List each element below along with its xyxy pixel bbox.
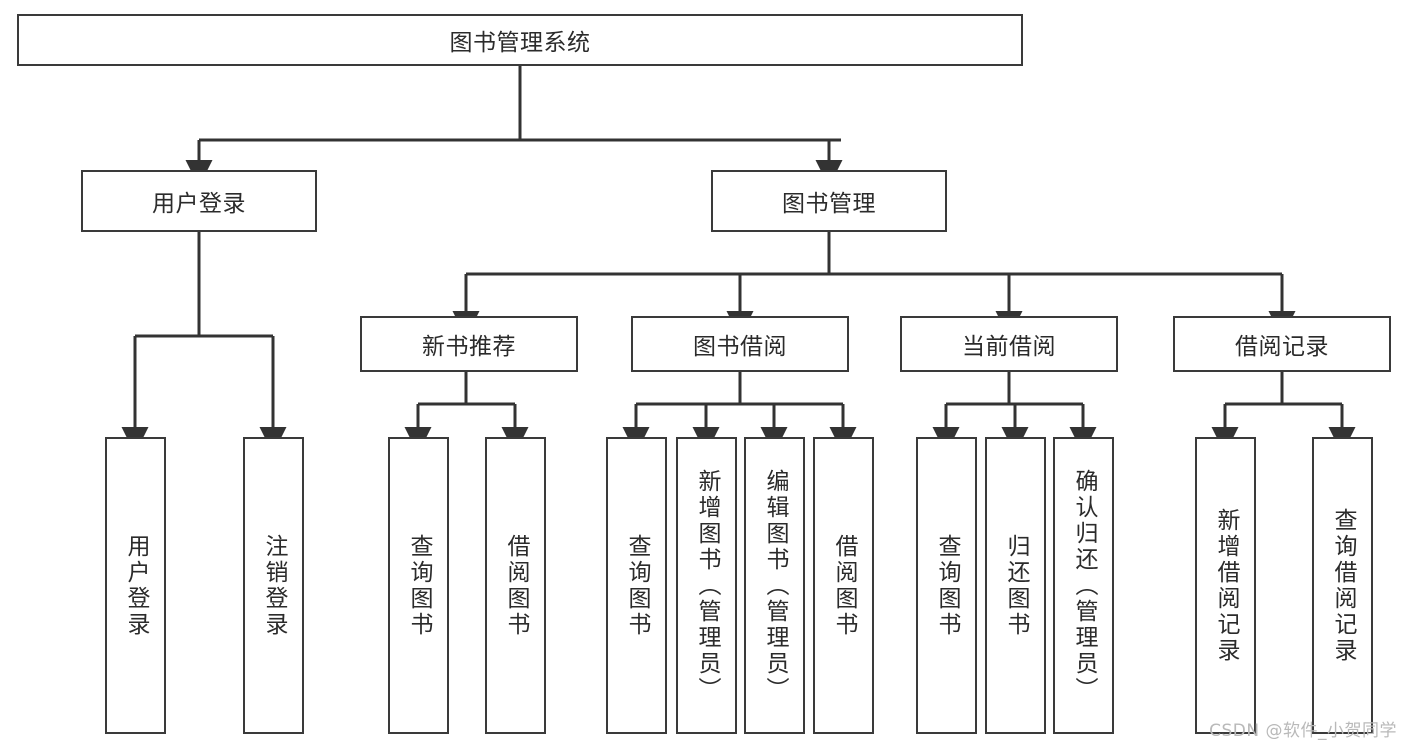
node-new-book-recommend[interactable]: 新书推荐 [360, 316, 578, 372]
node-current-borrow[interactable]: 当前借阅 [900, 316, 1118, 372]
node-label: 用户登录 [123, 533, 149, 638]
node-label: 当前借阅 [962, 334, 1056, 360]
leaf-user-login[interactable]: 用户登录 [105, 437, 166, 734]
node-label: 新增图书（管理员） [694, 468, 720, 703]
node-label: 借阅图书 [503, 533, 529, 638]
node-borrow-record[interactable]: 借阅记录 [1173, 316, 1391, 372]
node-label: 借阅图书 [831, 533, 857, 638]
leaf-return-book[interactable]: 归还图书 [985, 437, 1046, 734]
node-root-book-management-system[interactable]: 图书管理系统 [17, 14, 1023, 66]
node-label: 图书管理 [782, 191, 876, 217]
node-label: 查询借阅记录 [1330, 507, 1356, 664]
node-label: 图书借阅 [693, 334, 787, 360]
node-label: 确认归还（管理员） [1071, 468, 1097, 703]
leaf-borrow-book-recommend[interactable]: 借阅图书 [485, 437, 546, 734]
node-label: 编辑图书（管理员） [762, 468, 788, 703]
leaf-logout[interactable]: 注销登录 [243, 437, 304, 734]
node-label: 查询图书 [624, 533, 650, 638]
node-book-borrow[interactable]: 图书借阅 [631, 316, 849, 372]
node-label: 图书管理系统 [449, 30, 591, 56]
node-label: 查询图书 [406, 533, 432, 638]
leaf-add-book-admin[interactable]: 新增图书（管理员） [676, 437, 737, 734]
node-label: 新书推荐 [422, 334, 516, 360]
watermark-text: CSDN @软件_小贺同学 [1209, 721, 1397, 741]
leaf-edit-book-admin[interactable]: 编辑图书（管理员） [744, 437, 805, 734]
node-label: 借阅记录 [1235, 334, 1329, 360]
leaf-query-book-recommend[interactable]: 查询图书 [388, 437, 449, 734]
node-label: 用户登录 [152, 191, 246, 217]
node-label: 注销登录 [261, 533, 287, 638]
leaf-query-book-borrow[interactable]: 查询图书 [606, 437, 667, 734]
node-book-management[interactable]: 图书管理 [711, 170, 947, 232]
leaf-add-borrow-record[interactable]: 新增借阅记录 [1195, 437, 1256, 734]
node-label: 归还图书 [1003, 533, 1029, 638]
leaf-query-borrow-record[interactable]: 查询借阅记录 [1312, 437, 1373, 734]
leaf-borrow-book[interactable]: 借阅图书 [813, 437, 874, 734]
node-label: 查询图书 [934, 533, 960, 638]
node-label: 新增借阅记录 [1213, 507, 1239, 664]
leaf-confirm-return-admin[interactable]: 确认归还（管理员） [1053, 437, 1114, 734]
leaf-query-book-current[interactable]: 查询图书 [916, 437, 977, 734]
node-user-login[interactable]: 用户登录 [81, 170, 317, 232]
